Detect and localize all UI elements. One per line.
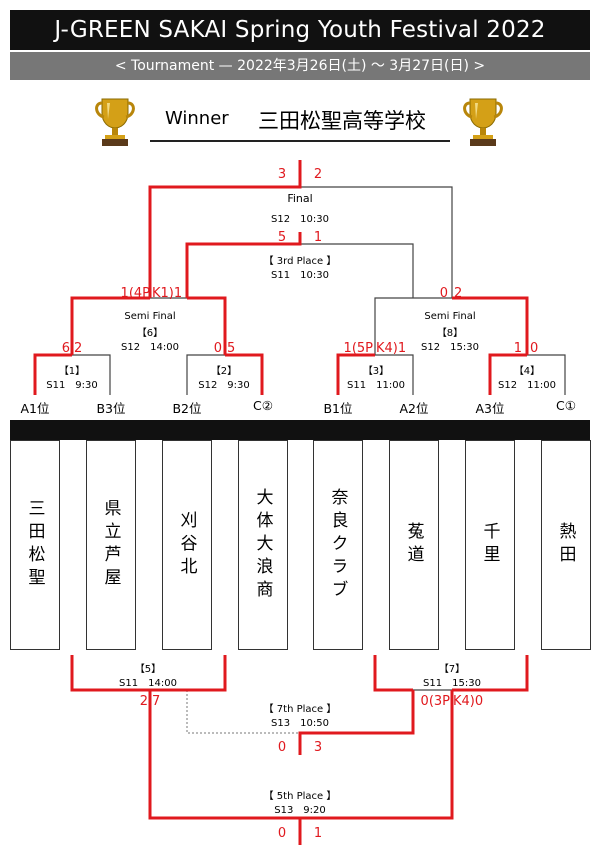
final-score-left: 3 [277, 167, 287, 182]
fifth-title: 【 5th Place 】 [263, 791, 337, 802]
seed-label: A3位 [475, 401, 505, 416]
seed-label: C① [556, 398, 576, 413]
seventh-score-right: 3 [313, 740, 323, 755]
m2-info: S12 9:30 [198, 380, 250, 391]
team-name: 県立芦屋 [100, 499, 121, 591]
m7-score-right: K4)0 [453, 694, 484, 709]
trophy-icon [462, 95, 504, 147]
m7-title: 【7】 [438, 664, 466, 675]
tournament-dates: < Tournament — 2022年3月26日(土) 〜 3月27日(日) … [10, 52, 590, 80]
m2-title: 【2】 [210, 366, 238, 377]
final-score-right: 2 [313, 167, 323, 182]
m3-info: S11 11:00 [347, 380, 405, 391]
third-info: S11 10:30 [271, 270, 329, 281]
page-title: J-GREEN SAKAI Spring Youth Festival 2022 [10, 10, 590, 50]
fifth-score-left: 0 [277, 826, 287, 841]
seventh-info: S13 10:50 [271, 718, 329, 729]
m5-info: S11 14:00 [119, 678, 177, 689]
winner-label: Winner [165, 108, 229, 129]
semi8-info: S12 15:30 [421, 342, 479, 353]
team-box: 刈谷北 [162, 440, 212, 650]
winner-name: 三田松聖高等学校 [258, 109, 426, 133]
seed-label: B2位 [172, 401, 202, 416]
team-box: 県立芦屋 [86, 440, 136, 650]
semi6-score-right: K1)1 [152, 286, 183, 301]
semi8-title: Semi Final [424, 311, 476, 322]
winner-underline [150, 140, 450, 142]
team-box: 大体大浪商 [238, 440, 288, 650]
team-name: 大体大浪商 [252, 487, 273, 603]
semi8-score-left: 0 [439, 286, 448, 301]
trophy-icon [94, 95, 136, 147]
m4-score-right: 0 [530, 341, 539, 356]
m1-title: 【1】 [58, 366, 86, 377]
m4-title: 【4】 [513, 366, 541, 377]
team-name: 刈谷北 [176, 510, 197, 580]
third-score-left: 5 [277, 230, 287, 245]
m3-score-left: 1(5P [343, 341, 373, 356]
m7-info: S11 15:30 [423, 678, 481, 689]
semi8-score-right: 2 [454, 286, 463, 301]
m5-title: 【5】 [134, 664, 162, 675]
m5-score-right: 7 [152, 694, 161, 709]
team-name: 奈良クラブ [327, 487, 348, 603]
semi8-number: 【8】 [436, 328, 464, 339]
m3-title: 【3】 [362, 366, 390, 377]
third-title: 【 3rd Place 】 [263, 256, 337, 267]
m7-score-left: 0(3P [420, 694, 450, 709]
semi6-number: 【6】 [136, 328, 164, 339]
fifth-info: S13 9:20 [274, 805, 326, 816]
team-box: 千里 [465, 440, 515, 650]
final-title: Final [287, 192, 313, 205]
seed-label: B1位 [323, 401, 353, 416]
team-name: 三田松聖 [24, 499, 45, 591]
fifth-score-right: 1 [313, 826, 323, 841]
seed-label: A1位 [20, 401, 50, 416]
seed-label: B3位 [96, 401, 126, 416]
team-name: 千里 [479, 522, 500, 568]
seventh-title: 【 7th Place 】 [263, 704, 337, 715]
m1-score-left: 6 [61, 341, 70, 356]
final-info: S12 10:30 [271, 214, 329, 225]
m3-score-right: K4)1 [376, 341, 407, 356]
semi6-info: S12 14:00 [121, 342, 179, 353]
m4-score-left: 1 [513, 341, 522, 356]
semi6-score-left: 1(4P [120, 286, 150, 301]
seed-label: A2位 [399, 401, 429, 416]
team-box: 三田松聖 [10, 440, 60, 650]
m2-score-right: 5 [227, 341, 236, 356]
m4-info: S12 11:00 [498, 380, 556, 391]
seed-label: C② [253, 398, 273, 413]
m5-score-left: 2 [139, 694, 148, 709]
divider-band [10, 420, 590, 440]
team-box: 熱田 [541, 440, 591, 650]
seventh-score-left: 0 [277, 740, 287, 755]
team-box: 菟道 [389, 440, 439, 650]
m1-score-right: 2 [74, 341, 83, 356]
semi6-title: Semi Final [124, 311, 176, 322]
team-name: 菟道 [403, 522, 424, 568]
team-box: 奈良クラブ [313, 440, 363, 650]
third-score-right: 1 [313, 230, 323, 245]
m2-score-left: 0 [213, 341, 222, 356]
m1-info: S11 9:30 [46, 380, 98, 391]
team-name: 熱田 [555, 522, 576, 568]
